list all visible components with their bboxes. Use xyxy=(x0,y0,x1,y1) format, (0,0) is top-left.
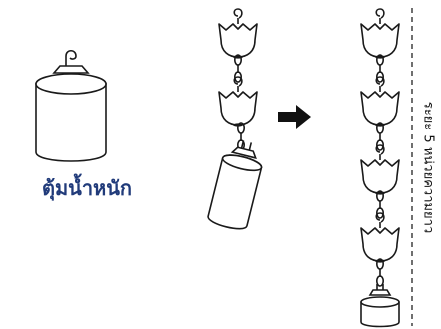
right-arrow-icon xyxy=(278,105,311,129)
weight-icon xyxy=(35,49,107,162)
measure-label: ระยะ 5 หน่วยความยาว xyxy=(418,56,440,278)
cup-chain-right xyxy=(360,8,400,328)
chain-link-r4 xyxy=(375,258,385,287)
weight-name-label: ตุ้มน้ำหนัก xyxy=(42,173,132,201)
measure-text: ระยะ 5 หน่วยความยาว xyxy=(420,101,436,233)
cup-r1 xyxy=(360,8,400,60)
tilted-weight xyxy=(207,140,263,230)
cup-r4 xyxy=(360,212,400,264)
cup-1 xyxy=(218,8,258,60)
cup-r3 xyxy=(360,144,400,196)
cup-r2 xyxy=(360,76,400,128)
cup-chain-left xyxy=(207,8,263,230)
cup-2 xyxy=(218,76,258,128)
chain-link-2 xyxy=(237,122,245,151)
hanging-weight xyxy=(360,284,400,328)
